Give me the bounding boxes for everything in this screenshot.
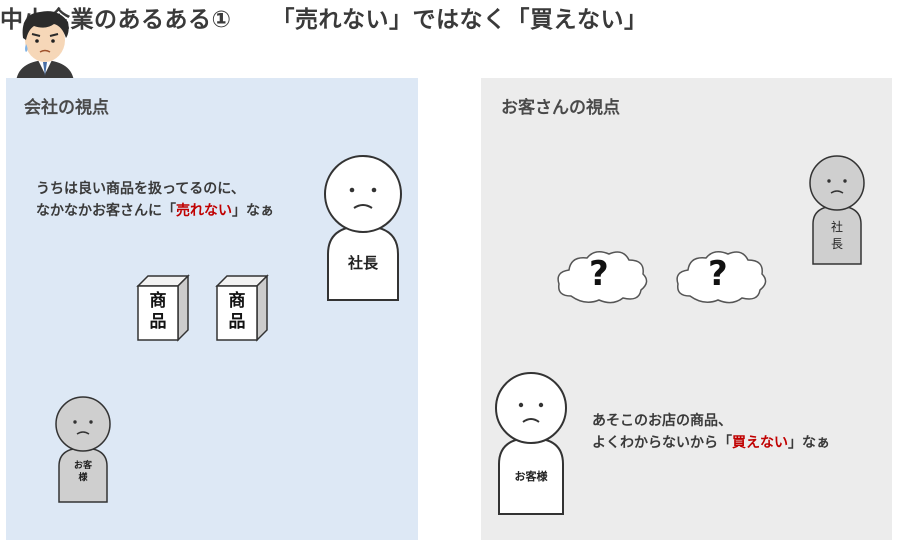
- panel-title-company: 会社の視点: [24, 98, 109, 118]
- speech-post: 」なぁ: [788, 435, 830, 451]
- avatar: [10, 4, 80, 82]
- customer-label: お客様: [514, 470, 548, 483]
- president-label: 社長: [347, 254, 378, 272]
- speech-line-2: よくわからないから「買えない」なぁ: [592, 432, 830, 454]
- page-title: 中小企業のあるある①「売れない」ではなく「買えない」: [0, 0, 900, 34]
- president-figure: 社 長: [808, 155, 866, 265]
- speech-emphasis: 売れない: [176, 203, 232, 219]
- customer-speech: あそこのお店の商品、 よくわからないから「買えない」なぁ: [592, 410, 830, 454]
- customer-perspective-panel: お客さんの視点 社 長 ? ? お客様: [481, 78, 892, 540]
- customer-figure: お客 様: [53, 396, 113, 503]
- question-mark-icon: ?: [708, 254, 728, 294]
- president-figure: 社長: [320, 154, 406, 301]
- speech-post: 」なぁ: [232, 203, 274, 219]
- speech-line-1: うちは良い商品を扱ってるのに、: [36, 181, 245, 197]
- product-box: 商 品: [136, 274, 190, 342]
- customer-figure: お客様: [493, 372, 569, 515]
- speech-emphasis: 買えない: [732, 435, 788, 451]
- speech-line-2: なかなかお客さんに「売れない」なぁ: [36, 200, 274, 222]
- confusion-cloud: ?: [672, 246, 770, 308]
- president-speech: うちは良い商品を扱ってるのに、 なかなかお客さんに「売れない」なぁ: [36, 178, 274, 222]
- speech-pre: なかなかお客さんに「: [36, 203, 176, 219]
- company-perspective-panel: 会社の視点 うちは良い商品を扱ってるのに、 なかなかお客さんに「売れない」なぁ …: [6, 78, 418, 540]
- speech-line-1: あそこのお店の商品、: [592, 413, 732, 429]
- speech-pre: よくわからないから「: [592, 435, 732, 451]
- title-sub: 「売れない」ではなく「買えない」: [271, 7, 648, 33]
- question-mark-icon: ?: [589, 254, 609, 294]
- confusion-cloud: ?: [553, 246, 651, 308]
- product-box: 商 品: [215, 274, 269, 342]
- panel-title-customer: お客さんの視点: [501, 98, 620, 118]
- customer-label: お客 様: [73, 461, 92, 483]
- product-label: 商 品: [149, 291, 167, 332]
- president-label: 社 長: [830, 220, 843, 251]
- product-label: 商 品: [228, 291, 246, 332]
